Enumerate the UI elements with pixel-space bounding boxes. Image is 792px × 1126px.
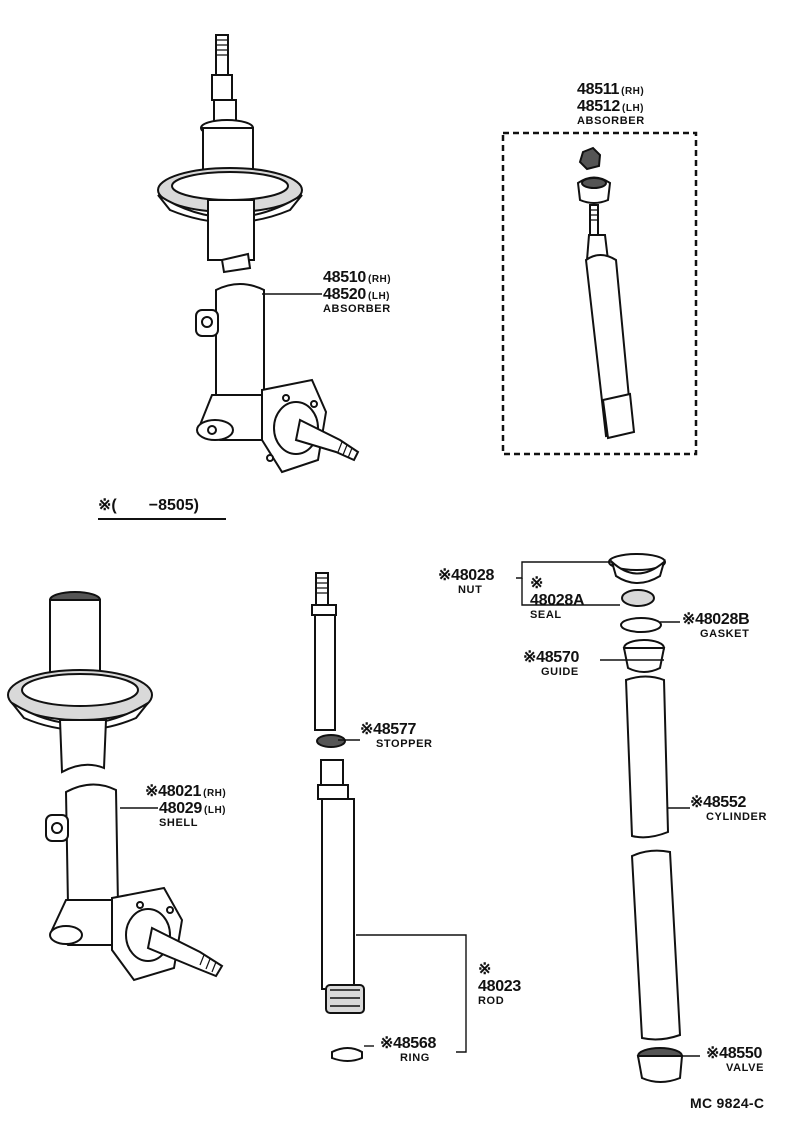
part-name: SEAL	[530, 608, 562, 621]
side-code: (RH)	[621, 86, 645, 97]
side-code: (RH)	[203, 788, 227, 799]
shell-label: ※48021(RH) 48029(LH) SHELL	[145, 783, 227, 829]
header-note: ※( −8505)	[98, 497, 200, 514]
part-number: 48511	[577, 81, 620, 98]
part-number: 48028A	[530, 591, 585, 609]
part-number: ※48028	[438, 567, 495, 584]
side-code: (LH)	[622, 102, 644, 114]
gasket-label: ※48028B GASKET	[682, 611, 750, 640]
part-number: 48520	[323, 285, 366, 303]
part-number: ※48550	[706, 1045, 763, 1062]
guide-label: ※48570 GUIDE	[523, 649, 580, 678]
part-name: NUT	[458, 583, 483, 596]
part-name: CYLINDER	[706, 810, 768, 823]
upper-strut-assembly	[157, 34, 360, 474]
header-underline	[98, 518, 226, 520]
part-name: ROD	[478, 994, 505, 1007]
shell-assembly	[7, 591, 224, 982]
part-number: 48029	[159, 799, 202, 817]
side-code: (LH)	[204, 804, 226, 816]
part-name: RING	[400, 1051, 430, 1064]
reference-mark: ※	[478, 961, 492, 978]
part-name: ABSORBER	[577, 114, 645, 127]
valve-label: ※48550 VALVE	[706, 1045, 765, 1074]
nut-label: ※48028 NUT	[438, 567, 495, 596]
part-number: ※48577	[360, 721, 417, 738]
part-number: ※48552	[690, 794, 747, 811]
footer-code: MC 9824-C	[690, 1095, 765, 1111]
cylinder-assembly	[608, 553, 684, 1083]
absorber-top-label: 48511(RH) 48512(LH) ABSORBER	[577, 81, 645, 127]
part-name: SHELL	[159, 816, 199, 829]
part-name: GASKET	[700, 627, 750, 640]
part-number: ※48570	[523, 649, 580, 666]
absorber-left-label: 48510(RH) 48520(LH) ABSORBER	[323, 269, 392, 315]
part-name: STOPPER	[376, 737, 433, 750]
part-number: ※48028B	[682, 611, 750, 628]
part-name: VALVE	[726, 1061, 765, 1074]
part-number: 48512	[577, 97, 620, 115]
reference-mark: ※	[530, 575, 544, 592]
part-name: ABSORBER	[323, 302, 391, 315]
rod-label: ※ 48023 ROD	[478, 961, 521, 1007]
stopper-label: ※48577 STOPPER	[360, 721, 433, 750]
rod-assembly	[311, 572, 365, 1062]
absorber-cartridge	[501, 131, 698, 456]
part-number: ※48568	[380, 1035, 437, 1052]
part-number: 48023	[478, 977, 521, 995]
leader-lines	[120, 293, 700, 1057]
part-number: ※48021	[145, 783, 202, 800]
seal-label: ※ 48028A SEAL	[530, 575, 585, 621]
part-number: 48510	[323, 269, 366, 286]
ring-label: ※48568 RING	[380, 1035, 437, 1064]
part-name: GUIDE	[541, 665, 579, 678]
side-code: (RH)	[368, 274, 392, 285]
cylinder-label: ※48552 CYLINDER	[690, 794, 768, 823]
side-code: (LH)	[368, 290, 390, 302]
